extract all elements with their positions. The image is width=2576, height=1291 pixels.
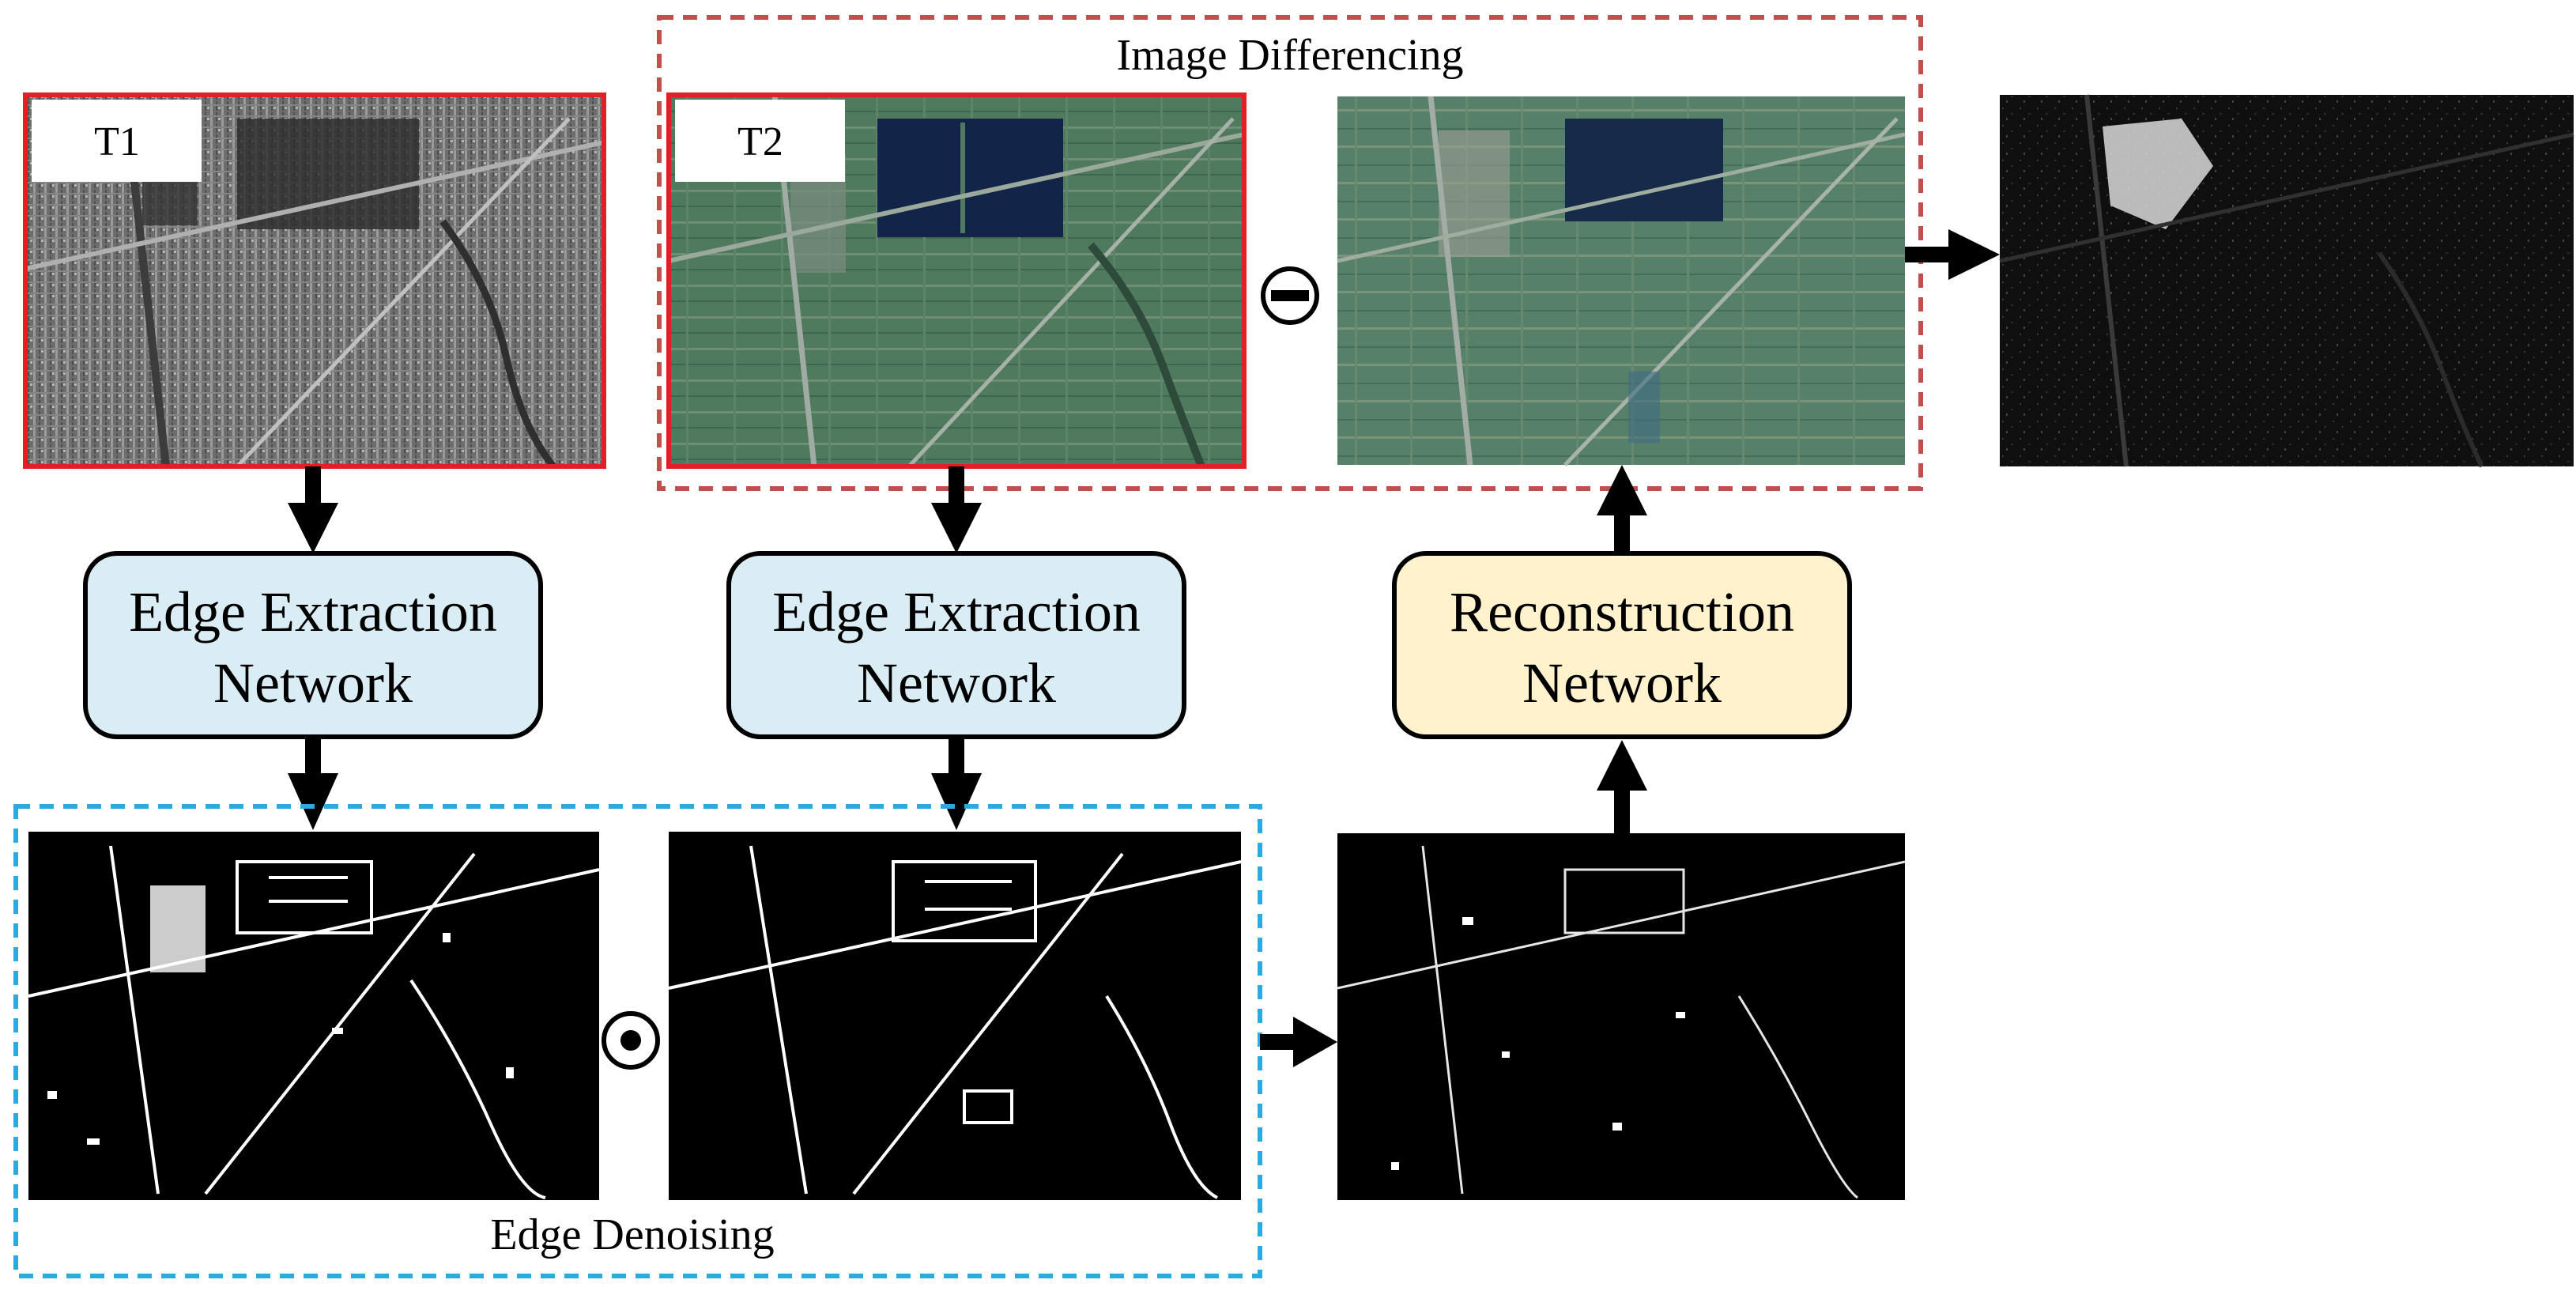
svg-text:T2: T2 [737, 119, 783, 164]
t1-edge-map [28, 832, 600, 1200]
arrow-t1-to-edge-extraction [288, 466, 338, 553]
reconstructed-image [1337, 96, 1906, 466]
denoised-edge-map [1337, 833, 1906, 1200]
svg-text:Edge Extraction: Edge Extraction [129, 580, 497, 644]
circled-dot-icon [602, 1011, 660, 1070]
svg-text:Reconstruction: Reconstruction [1450, 580, 1794, 644]
image-differencing-group: Image Differencing [657, 15, 1923, 491]
svg-text:Network: Network [857, 651, 1056, 715]
arrow-to-difference-image [1905, 229, 2000, 280]
t2-edge-map [668, 832, 1242, 1200]
arrow-t2-to-edge-extraction [931, 466, 982, 553]
edge-denoising-label: Edge Denoising [490, 1210, 774, 1259]
edge-extraction-network-2: Edge Extraction Network [726, 551, 1186, 739]
difference-image [1999, 94, 2574, 468]
t2-tag: T2 [675, 100, 845, 182]
arrow-denoised-edges-to-reconstruction [1597, 740, 1647, 833]
image-differencing-label: Image Differencing [1117, 31, 1464, 80]
circled-minus-icon [1261, 266, 1319, 325]
arrow-edge-extraction-1-to-edge-map [288, 737, 338, 830]
t1-tag: T1 [32, 100, 202, 182]
svg-text:Edge Extraction: Edge Extraction [772, 580, 1141, 644]
reconstruction-network: Reconstruction Network [1392, 551, 1852, 739]
svg-text:Network: Network [1522, 651, 1722, 715]
arrow-to-denoised-edges [1260, 1017, 1337, 1067]
arrow-reconstruction-to-image [1597, 465, 1647, 553]
t1-sar-image [23, 92, 606, 469]
svg-text:T1: T1 [94, 119, 140, 164]
svg-text:Network: Network [213, 651, 413, 715]
arrow-edge-extraction-2-to-edge-map [931, 737, 982, 830]
edge-extraction-network-1: Edge Extraction Network [83, 551, 543, 739]
